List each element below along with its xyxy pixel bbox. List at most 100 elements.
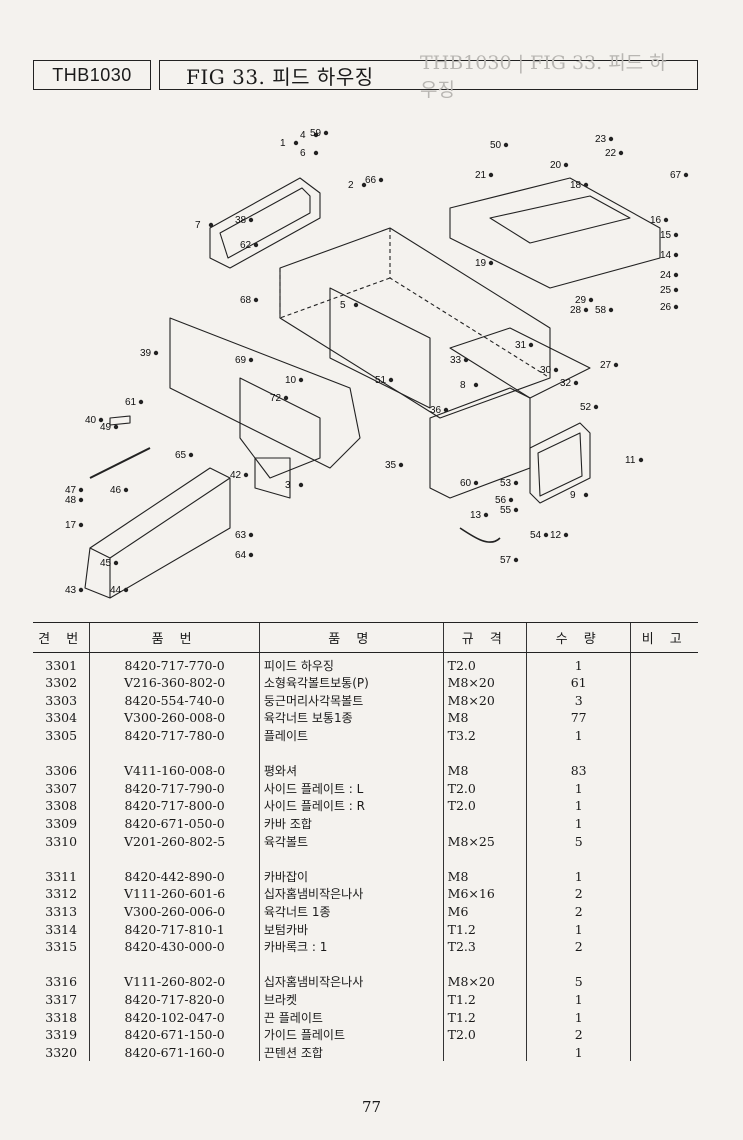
bolt-marker	[298, 377, 304, 383]
spacer-cell	[630, 955, 698, 974]
callout-number: 65	[175, 450, 187, 461]
callout-number: 25	[660, 285, 672, 296]
bottom-cover	[84, 467, 231, 599]
bolt-marker	[113, 560, 119, 566]
cell-remarks	[630, 709, 698, 727]
spacer-cell	[33, 956, 90, 974]
group-spacer	[33, 955, 698, 974]
callout-number: 22	[605, 148, 617, 159]
bolt-marker	[443, 407, 449, 413]
bolt-marker	[543, 532, 549, 538]
bolt-marker	[253, 242, 259, 248]
callout-number: 56	[495, 495, 507, 506]
cell-part-no: 8420-442-890-0	[89, 867, 260, 886]
cell-remarks	[630, 885, 698, 903]
cell-no: 3305	[45, 728, 78, 744]
bolt-marker	[398, 462, 404, 468]
cell-name: 소형육각볼트보통(P)	[258, 674, 444, 692]
cell-remarks	[630, 1025, 698, 1044]
cell-name: 가이드 플레이트	[258, 1025, 444, 1044]
callout-number: 72	[270, 393, 282, 404]
callout-number: 24	[660, 270, 672, 281]
spacer-cell	[33, 850, 90, 868]
cell-spec: T1.2	[442, 920, 527, 938]
cell-remarks	[630, 797, 698, 815]
bolt-marker	[673, 304, 679, 310]
window-frame	[529, 422, 591, 504]
cell-qty: 1	[525, 779, 631, 798]
cell-qty: 5	[525, 832, 631, 850]
callout-number: 20	[550, 160, 562, 171]
callout-number: 61	[125, 397, 137, 408]
cell-spec: T2.3	[442, 937, 527, 956]
callout-number: 5	[340, 300, 346, 311]
cell-no: 3303	[45, 692, 78, 708]
callout-number: 8	[460, 380, 466, 391]
callout-number: 11	[625, 455, 636, 466]
cell-name: 피이드 하우징	[258, 652, 444, 674]
callout-number: 1	[280, 138, 286, 149]
cell-spec: M8	[442, 761, 527, 780]
cell-remarks	[630, 652, 698, 674]
cell-spec: M8×20	[442, 674, 527, 692]
rear-frame	[449, 177, 661, 289]
callout-number: 59	[310, 128, 322, 139]
bolt-marker	[78, 487, 84, 493]
cell-part-no: V411-160-008-0	[89, 761, 260, 780]
cell-part-no: 8420-671-160-0	[89, 1043, 260, 1062]
cell-name: 평와셔	[258, 761, 444, 780]
callout-number: 10	[285, 375, 297, 386]
callout-number: 32	[560, 378, 572, 389]
callout-number: 38	[235, 215, 247, 226]
cell-spec: M8×25	[442, 832, 527, 850]
bolt-marker	[673, 287, 679, 293]
bolt-marker	[298, 482, 304, 488]
cell-no: 3310	[45, 833, 78, 849]
bolt-marker	[361, 182, 367, 188]
cell-spec: T2.0	[442, 797, 527, 815]
cell-part-no: V300-260-008-0	[89, 709, 260, 727]
spacer-cell	[525, 849, 631, 868]
cell-no: 3318	[45, 1009, 78, 1025]
side-plate-right	[449, 327, 591, 399]
cell-part-no: 8420-717-780-0	[89, 726, 260, 745]
callout-number: 57	[500, 555, 512, 566]
callout-number: 17	[65, 520, 77, 531]
cell-no: 3312	[45, 886, 78, 902]
callout-number: 23	[595, 134, 607, 145]
bolt-marker	[283, 395, 289, 401]
bolt-marker	[488, 172, 494, 178]
callout-number: 62	[240, 240, 252, 251]
spacer-cell	[525, 955, 631, 974]
cell-part-no: 8420-430-000-0	[89, 937, 260, 956]
feed-housing-exploded-view: 1234567891011121314151617181920212223242…	[65, 128, 689, 599]
bolt-marker	[503, 142, 509, 148]
callout-number: 50	[490, 140, 502, 151]
cell-name: 끈 플레이트	[258, 1008, 444, 1026]
callout-number: 58	[595, 305, 607, 316]
bolt-marker	[473, 480, 479, 486]
callout-number: 16	[650, 215, 662, 226]
bolt-marker	[123, 487, 129, 493]
callout-number: 64	[235, 550, 247, 561]
cell-remarks	[630, 990, 698, 1009]
bolt-marker	[563, 162, 569, 168]
cell-no: 3307	[45, 780, 78, 796]
cell-no: 3313	[45, 904, 78, 920]
cell-remarks	[630, 691, 698, 710]
cell-qty: 2	[525, 902, 631, 921]
cell-no: 3306	[45, 763, 78, 779]
spacer-cell	[89, 955, 260, 974]
header-part-no: 품 번	[89, 622, 260, 653]
bolt-marker	[573, 380, 579, 386]
bolt-marker	[618, 150, 624, 156]
cell-no: 3319	[45, 1027, 78, 1043]
cell-spec: T2.0	[442, 652, 527, 674]
cell-spec	[442, 1043, 527, 1062]
callout-number: 45	[100, 558, 112, 569]
